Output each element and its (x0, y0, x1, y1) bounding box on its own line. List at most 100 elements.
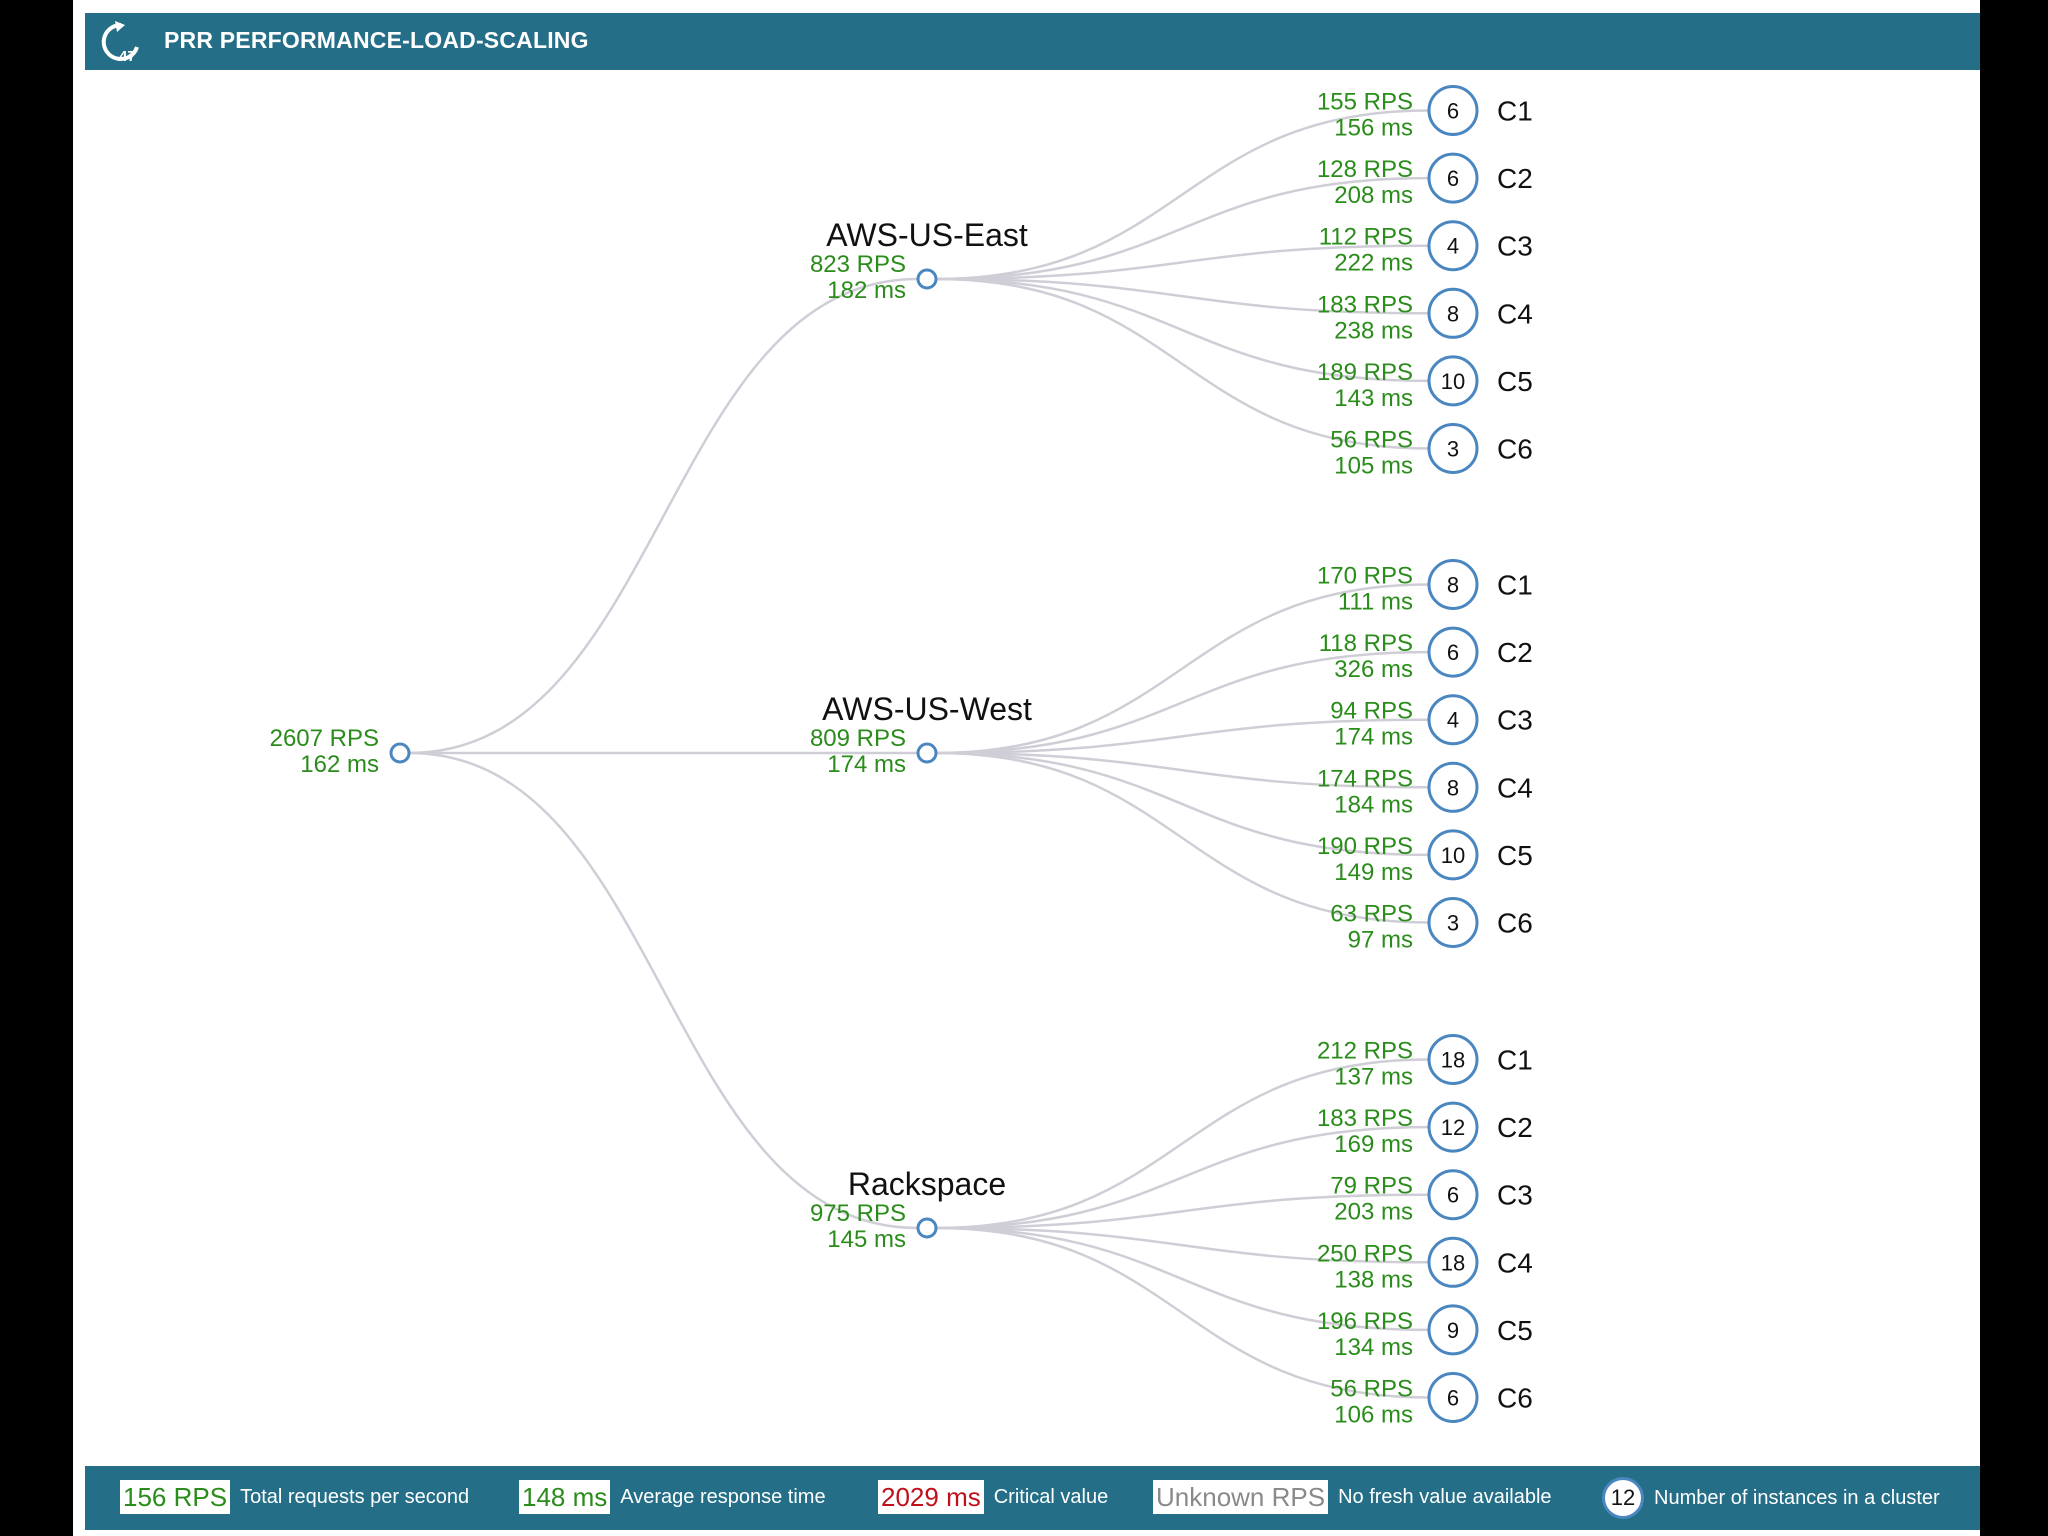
legend-badge: 156 RPS (120, 1480, 231, 1514)
cluster-ms: 105 ms (1334, 453, 1413, 480)
cluster-instance-count: 3 (1447, 437, 1459, 462)
region-name[interactable]: AWS-US-West (822, 691, 1032, 727)
cluster-rps: 128 RPS (1317, 156, 1413, 183)
region-node[interactable] (916, 742, 938, 764)
cluster-name[interactable]: C6 (1497, 1383, 1533, 1414)
cluster-ms: 137 ms (1334, 1064, 1413, 1091)
root-node[interactable] (389, 742, 411, 764)
region-rps: 975 RPS (810, 1200, 906, 1227)
region-to-cluster-link (935, 751, 1429, 924)
cluster-node[interactable] (1427, 626, 1479, 678)
cluster-ms: 326 ms (1334, 656, 1413, 683)
cluster-name[interactable]: C1 (1497, 96, 1533, 127)
cluster-ms: 111 ms (1338, 589, 1413, 616)
cluster-node[interactable] (1427, 761, 1479, 813)
cluster-name[interactable]: C2 (1497, 637, 1533, 668)
refresh-logo-icon[interactable]: 47 (97, 19, 145, 65)
cluster-rps: 56 RPS (1330, 1376, 1413, 1403)
region-name[interactable]: Rackspace (848, 1166, 1006, 1202)
cluster-name[interactable]: C3 (1497, 705, 1533, 736)
cluster-node[interactable] (1427, 1236, 1479, 1288)
root-rps: 2607 RPS (270, 725, 379, 752)
cluster-instance-count: 6 (1447, 1386, 1459, 1411)
cluster-node[interactable] (1427, 355, 1479, 407)
cluster-ms: 143 ms (1334, 385, 1413, 412)
cluster-name[interactable]: C5 (1497, 366, 1533, 397)
legend-label: Average response time (620, 1485, 826, 1508)
cluster-node[interactable] (1427, 1101, 1479, 1153)
cluster-name[interactable]: C1 (1497, 570, 1533, 601)
cluster-node[interactable] (1427, 1169, 1479, 1221)
cluster-instance-count: 3 (1447, 911, 1459, 936)
cluster-ms: 156 ms (1334, 115, 1413, 142)
cluster-name[interactable]: C4 (1497, 298, 1533, 329)
cluster-name[interactable]: C2 (1497, 163, 1533, 194)
cluster-node[interactable] (1427, 1304, 1479, 1356)
cluster-instance-count: 12 (1441, 1115, 1465, 1140)
region-to-cluster-link (935, 277, 1429, 450)
cluster-name[interactable]: C5 (1497, 840, 1533, 871)
cluster-node[interactable] (1427, 559, 1479, 610)
cluster-rps: 183 RPS (1317, 291, 1413, 318)
cluster-node[interactable] (1427, 423, 1479, 474)
cluster-instance-count: 18 (1441, 1250, 1465, 1275)
cluster-node[interactable] (1427, 1372, 1479, 1423)
region-node[interactable] (916, 268, 938, 290)
region-node[interactable] (916, 1217, 938, 1239)
cluster-node[interactable] (1427, 897, 1479, 948)
cluster-node[interactable] (1427, 694, 1479, 746)
region-name[interactable]: AWS-US-East (826, 217, 1028, 253)
cluster-name[interactable]: C6 (1497, 908, 1533, 939)
cluster-name[interactable]: C4 (1497, 1247, 1533, 1278)
cluster-rps: 189 RPS (1317, 359, 1413, 386)
cluster-node[interactable] (1427, 152, 1479, 204)
cluster-ms: 174 ms (1334, 724, 1413, 751)
region-to-cluster-link (935, 277, 1429, 315)
cluster-node[interactable] (1427, 829, 1479, 881)
region-to-cluster-link (935, 650, 1429, 755)
cluster-node[interactable] (1427, 85, 1479, 136)
cluster-name[interactable]: C2 (1497, 1112, 1533, 1143)
cluster-name[interactable]: C3 (1497, 231, 1533, 262)
cluster-name[interactable]: C5 (1497, 1315, 1533, 1346)
cluster-name[interactable]: C3 (1497, 1180, 1533, 1211)
cluster-instance-count: 4 (1447, 708, 1459, 733)
cluster-node[interactable] (1427, 287, 1479, 339)
cluster-rps: 155 RPS (1317, 89, 1413, 116)
cluster-name[interactable]: C1 (1497, 1045, 1533, 1076)
cluster-node[interactable] (1427, 1034, 1479, 1085)
cluster-instance-count: 6 (1447, 640, 1459, 665)
cluster-name[interactable]: C6 (1497, 434, 1533, 465)
region-rps: 823 RPS (810, 251, 906, 278)
region-to-cluster-link (935, 1193, 1429, 1230)
legend-label: No fresh value available (1338, 1485, 1552, 1508)
cluster-node[interactable] (1427, 220, 1479, 272)
cluster-instance-count: 18 (1441, 1048, 1465, 1073)
cluster-ms: 138 ms (1334, 1266, 1413, 1293)
region-to-cluster-link (935, 109, 1429, 281)
cluster-name[interactable]: C4 (1497, 772, 1533, 803)
